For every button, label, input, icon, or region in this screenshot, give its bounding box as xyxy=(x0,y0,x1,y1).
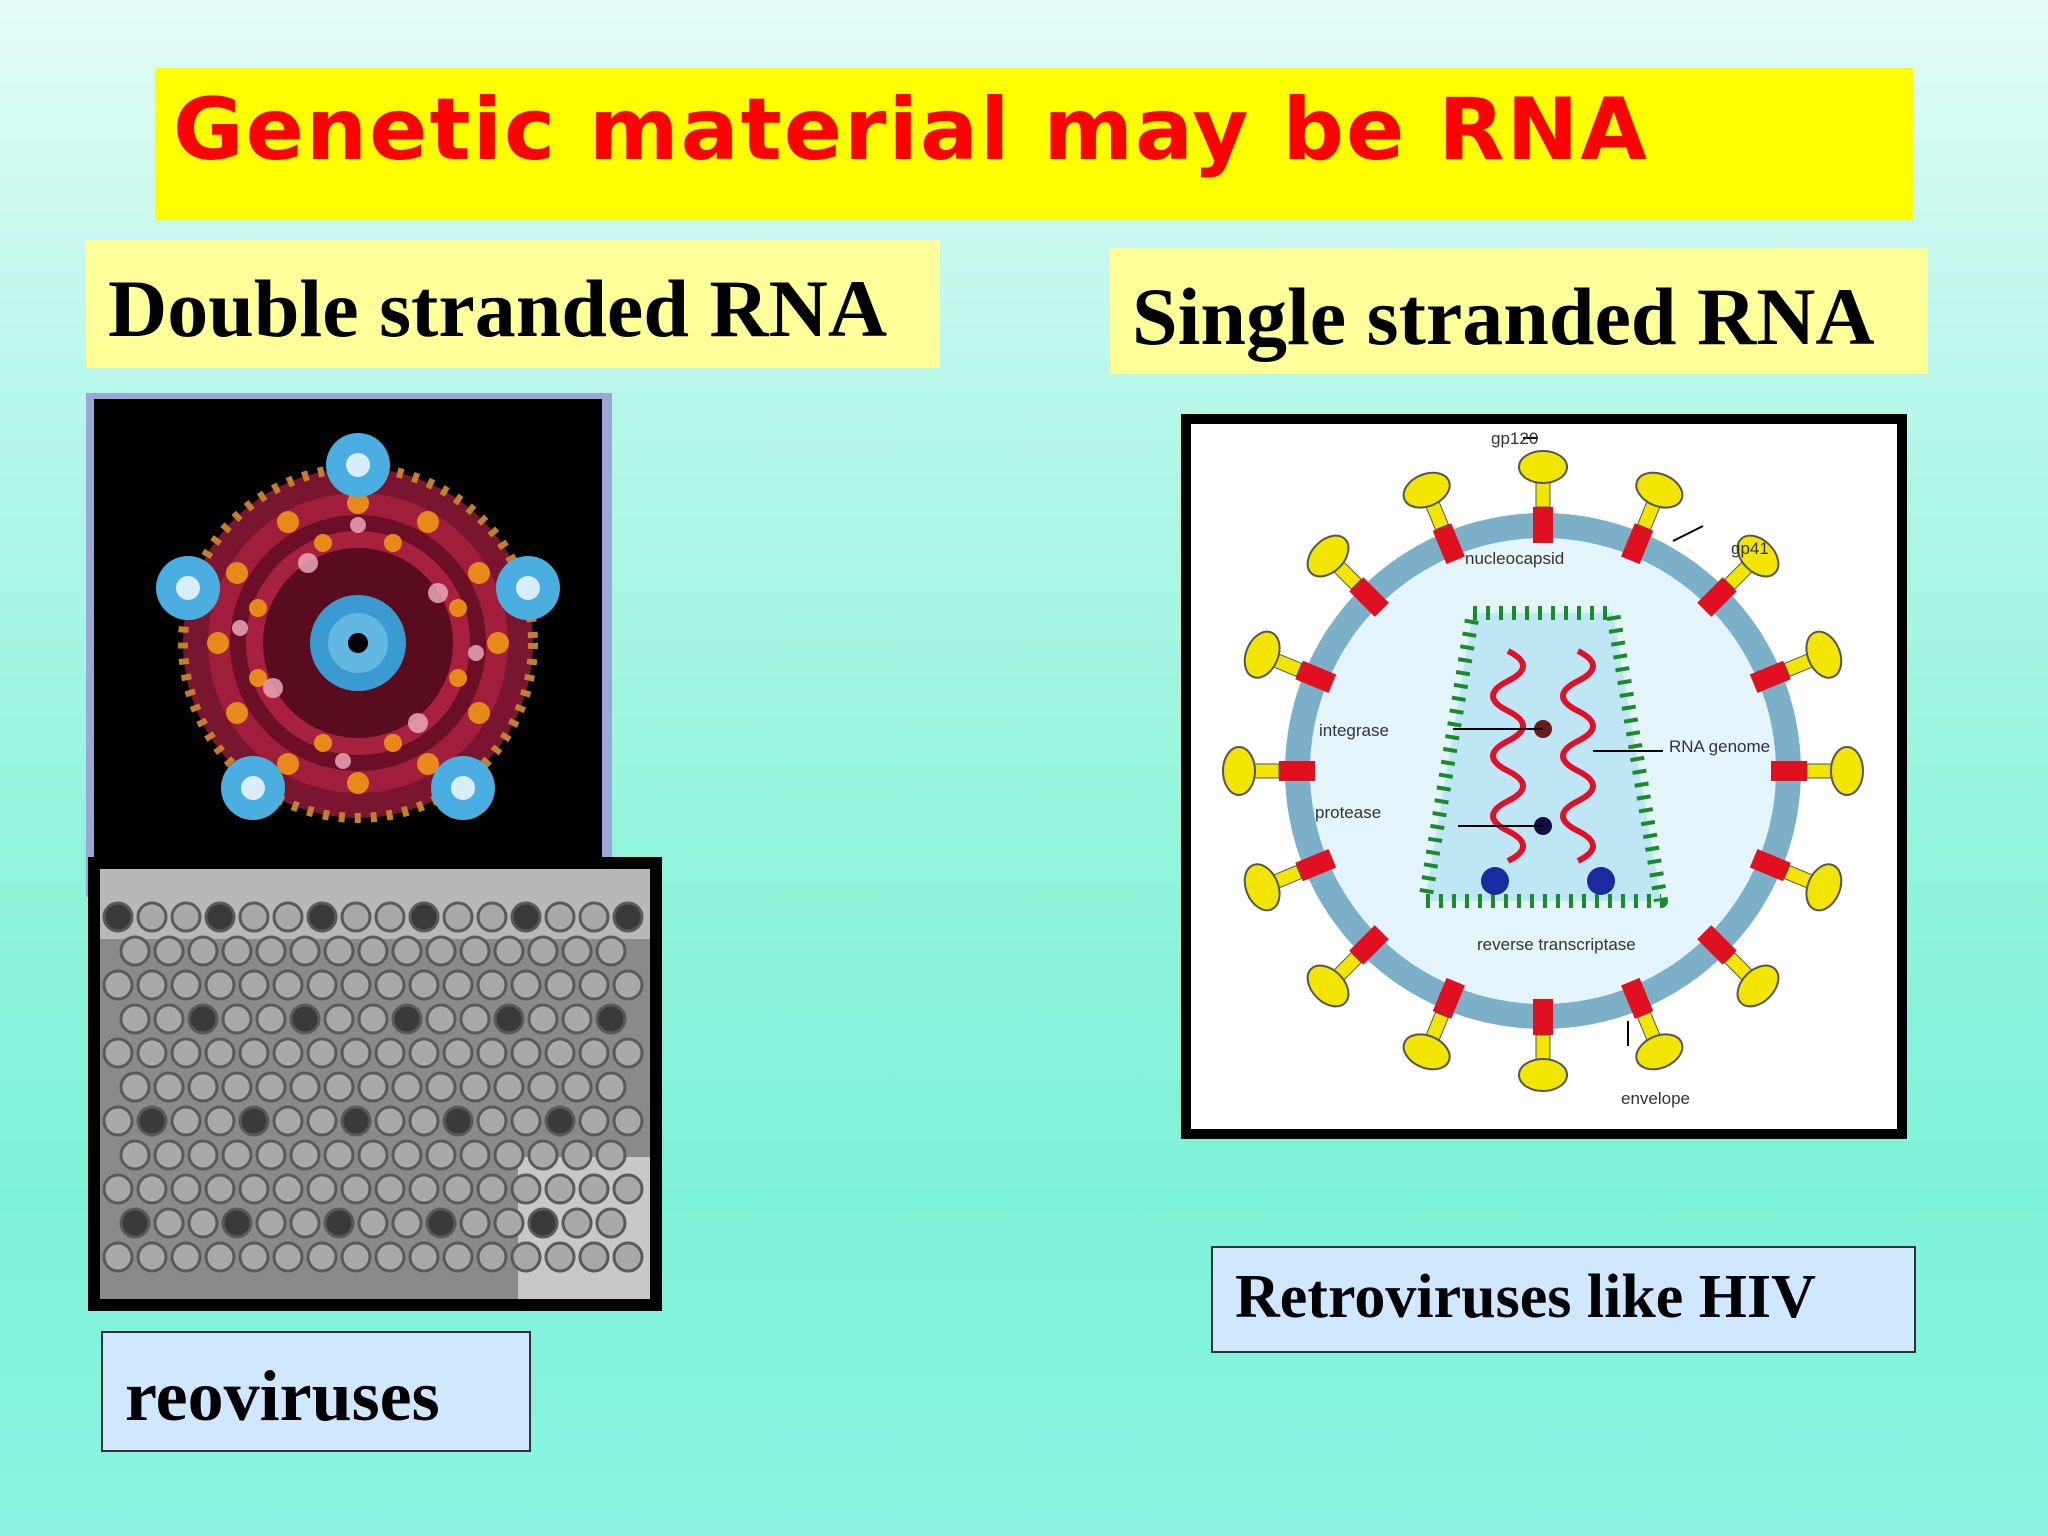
retrovirus-caption-box: Retroviruses like HIV xyxy=(1211,1246,1916,1353)
hiv-diagram-image: gp120 gp41 nucleocapsid integrase RNA ge… xyxy=(1181,414,1907,1139)
envelope-spike xyxy=(1621,471,1684,565)
label-envelope: envelope xyxy=(1621,1089,1690,1108)
reovirus-caption: reoviruses xyxy=(125,1356,440,1436)
label-gp41: gp41 xyxy=(1731,539,1769,558)
envelope-spike xyxy=(1306,925,1389,1008)
label-gp120: gp120 xyxy=(1491,429,1538,448)
left-heading: Double stranded RNA xyxy=(108,263,888,354)
envelope-spike xyxy=(1402,471,1465,565)
envelope-spike xyxy=(1621,977,1684,1071)
envelope-spike xyxy=(1697,925,1780,1008)
envelope-spike xyxy=(1243,849,1337,912)
right-heading-box: Single stranded RNA xyxy=(1110,248,1928,374)
title-banner: Genetic material may be RNA xyxy=(155,68,1913,220)
label-protease: protease xyxy=(1315,803,1381,822)
left-heading-box: Double stranded RNA xyxy=(86,240,940,368)
envelope-spike xyxy=(1749,630,1843,693)
envelope-spike xyxy=(1697,534,1780,617)
slide-title: Genetic material may be RNA xyxy=(173,80,1649,180)
envelope-spike xyxy=(1402,977,1465,1071)
reovirus-structure-image xyxy=(86,393,612,897)
envelope-spike xyxy=(1771,746,1864,796)
reovirus-micrograph-image xyxy=(88,857,662,1311)
right-heading: Single stranded RNA xyxy=(1132,271,1875,362)
envelope-spike xyxy=(1306,534,1389,617)
envelope-spike xyxy=(1749,849,1843,912)
label-reverse-transcriptase: reverse transcriptase xyxy=(1477,935,1636,954)
label-integrase: integrase xyxy=(1319,721,1389,740)
envelope-spike xyxy=(1518,450,1568,543)
retrovirus-caption: Retroviruses like HIV xyxy=(1235,1263,1816,1331)
envelope-spike xyxy=(1518,999,1568,1092)
envelope-spike xyxy=(1243,630,1337,693)
reovirus-caption-box: reoviruses xyxy=(101,1331,531,1452)
label-nucleocapsid: nucleocapsid xyxy=(1465,549,1564,568)
label-rna-genome: RNA genome xyxy=(1669,737,1770,756)
envelope-spike xyxy=(1222,746,1315,796)
